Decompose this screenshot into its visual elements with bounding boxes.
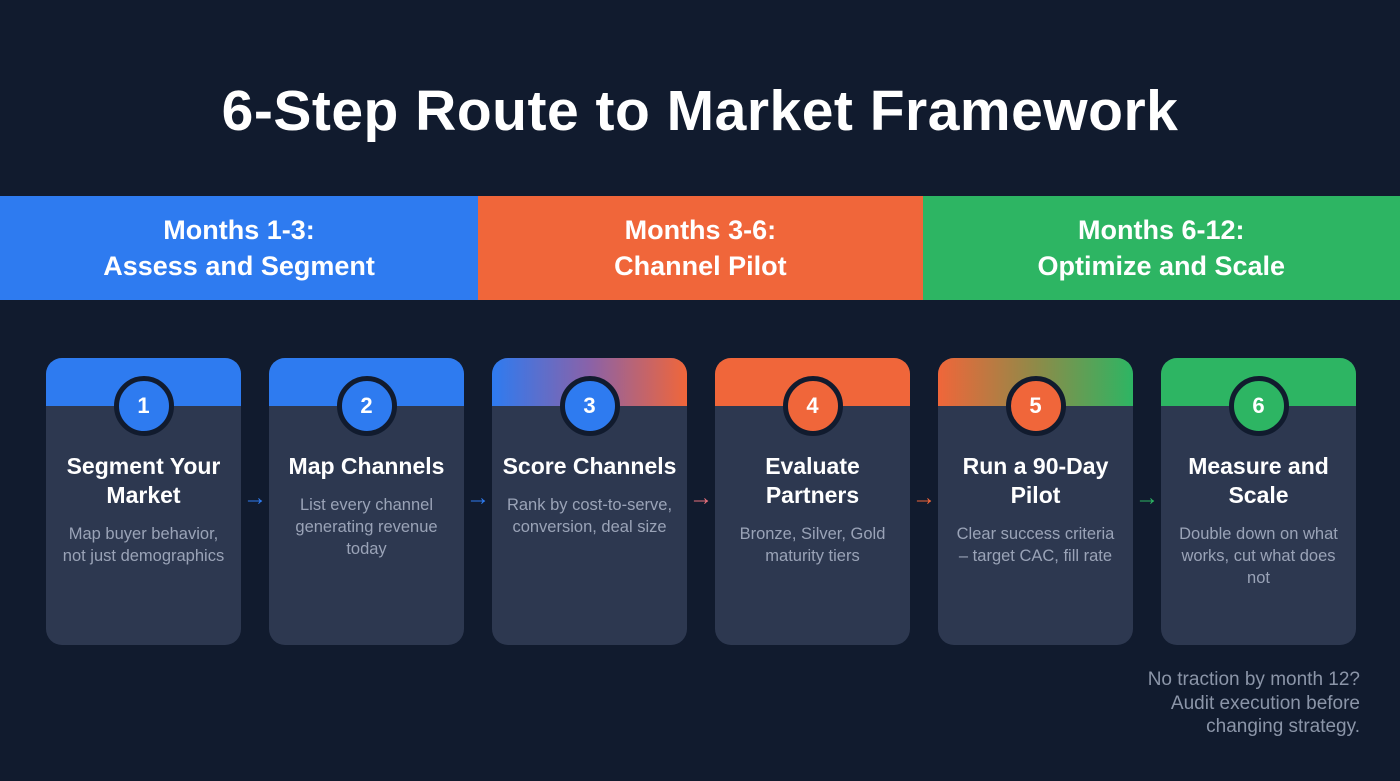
step-card-6: 6 Measure and Scale Double down on what … (1161, 358, 1356, 645)
step-connector: → (910, 358, 938, 645)
step-number-badge: 4 (782, 376, 843, 436)
step-number-badge: 3 (559, 376, 620, 436)
footnote-line1: No traction by month 12? (1147, 669, 1360, 690)
step-description: List every channel generating revenue to… (295, 495, 438, 559)
step-description: Map buyer behavior, not just demographic… (62, 524, 225, 565)
step-number-badge: 5 (1005, 376, 1066, 436)
step-description: Clear success criteria – target CAC, fil… (956, 524, 1115, 565)
phase-label-line2: Assess and Segment (103, 251, 375, 281)
footnote-line2: Audit execution before (1170, 692, 1360, 714)
step-description: Double down on what works, cut what does… (1179, 524, 1338, 588)
phase-label-line1: Months 3-6: (624, 215, 777, 245)
phase-label-line2: Optimize and Scale (1037, 251, 1286, 281)
step-number-badge: 2 (336, 376, 397, 436)
phase-segment-assess: Months 1-3: Assess and Segment (0, 196, 479, 300)
step-number-badge: 6 (1228, 376, 1289, 436)
phase-label-line1: Months 1-3: (163, 215, 315, 245)
phase-segment-scale: Months 6-12: Optimize and Scale (922, 196, 1400, 300)
step-description: Rank by cost-to-serve, conversion, deal … (506, 495, 673, 537)
step-connector: → (241, 358, 269, 645)
step-title: Evaluate Partners (765, 453, 860, 508)
step-card-2: 2 Map Channels List every channel genera… (269, 358, 464, 645)
step-card-3: 3 Score Channels Rank by cost-to-serve, … (492, 358, 687, 645)
steps-row: 1 Segment Your Market Map buyer behavior… (46, 358, 1356, 645)
step-title: Map Channels (288, 453, 445, 479)
step-connector: → (687, 358, 715, 645)
step-title: Segment Your Market (66, 453, 221, 508)
step-title: Run a 90-Day Pilot (962, 453, 1109, 508)
right-arrow-icon: → (912, 484, 936, 511)
phase-segment-pilot: Months 3-6: Channel Pilot (478, 196, 923, 300)
step-card-5: 5 Run a 90-Day Pilot Clear success crite… (938, 358, 1133, 645)
phase-label-line1: Months 6-12: (1078, 215, 1245, 245)
step-title: Measure and Scale (1188, 453, 1329, 508)
page-title: 6-Step Route to Market Framework (221, 79, 1179, 143)
right-arrow-icon: → (1135, 484, 1159, 511)
step-card-1: 1 Segment Your Market Map buyer behavior… (46, 358, 241, 645)
step-number-badge: 1 (113, 376, 174, 436)
step-connector: → (464, 358, 492, 645)
right-arrow-icon: → (689, 484, 713, 511)
step-connector: → (1133, 358, 1161, 645)
phase-label-line2: Channel Pilot (614, 251, 787, 281)
step-card-4: 4 Evaluate Partners Bronze, Silver, Gold… (715, 358, 910, 645)
right-arrow-icon: → (243, 484, 267, 511)
right-arrow-icon: → (466, 484, 490, 511)
step-description: Bronze, Silver, Gold maturity tiers (739, 524, 886, 565)
footnote: No traction by month 12? Audit execution… (1060, 668, 1360, 739)
step-title: Score Channels (502, 453, 677, 479)
phase-timeline-bar: Months 1-3: Assess and Segment Months 3-… (0, 196, 1400, 300)
footnote-line3: changing strategy. (1206, 716, 1360, 738)
